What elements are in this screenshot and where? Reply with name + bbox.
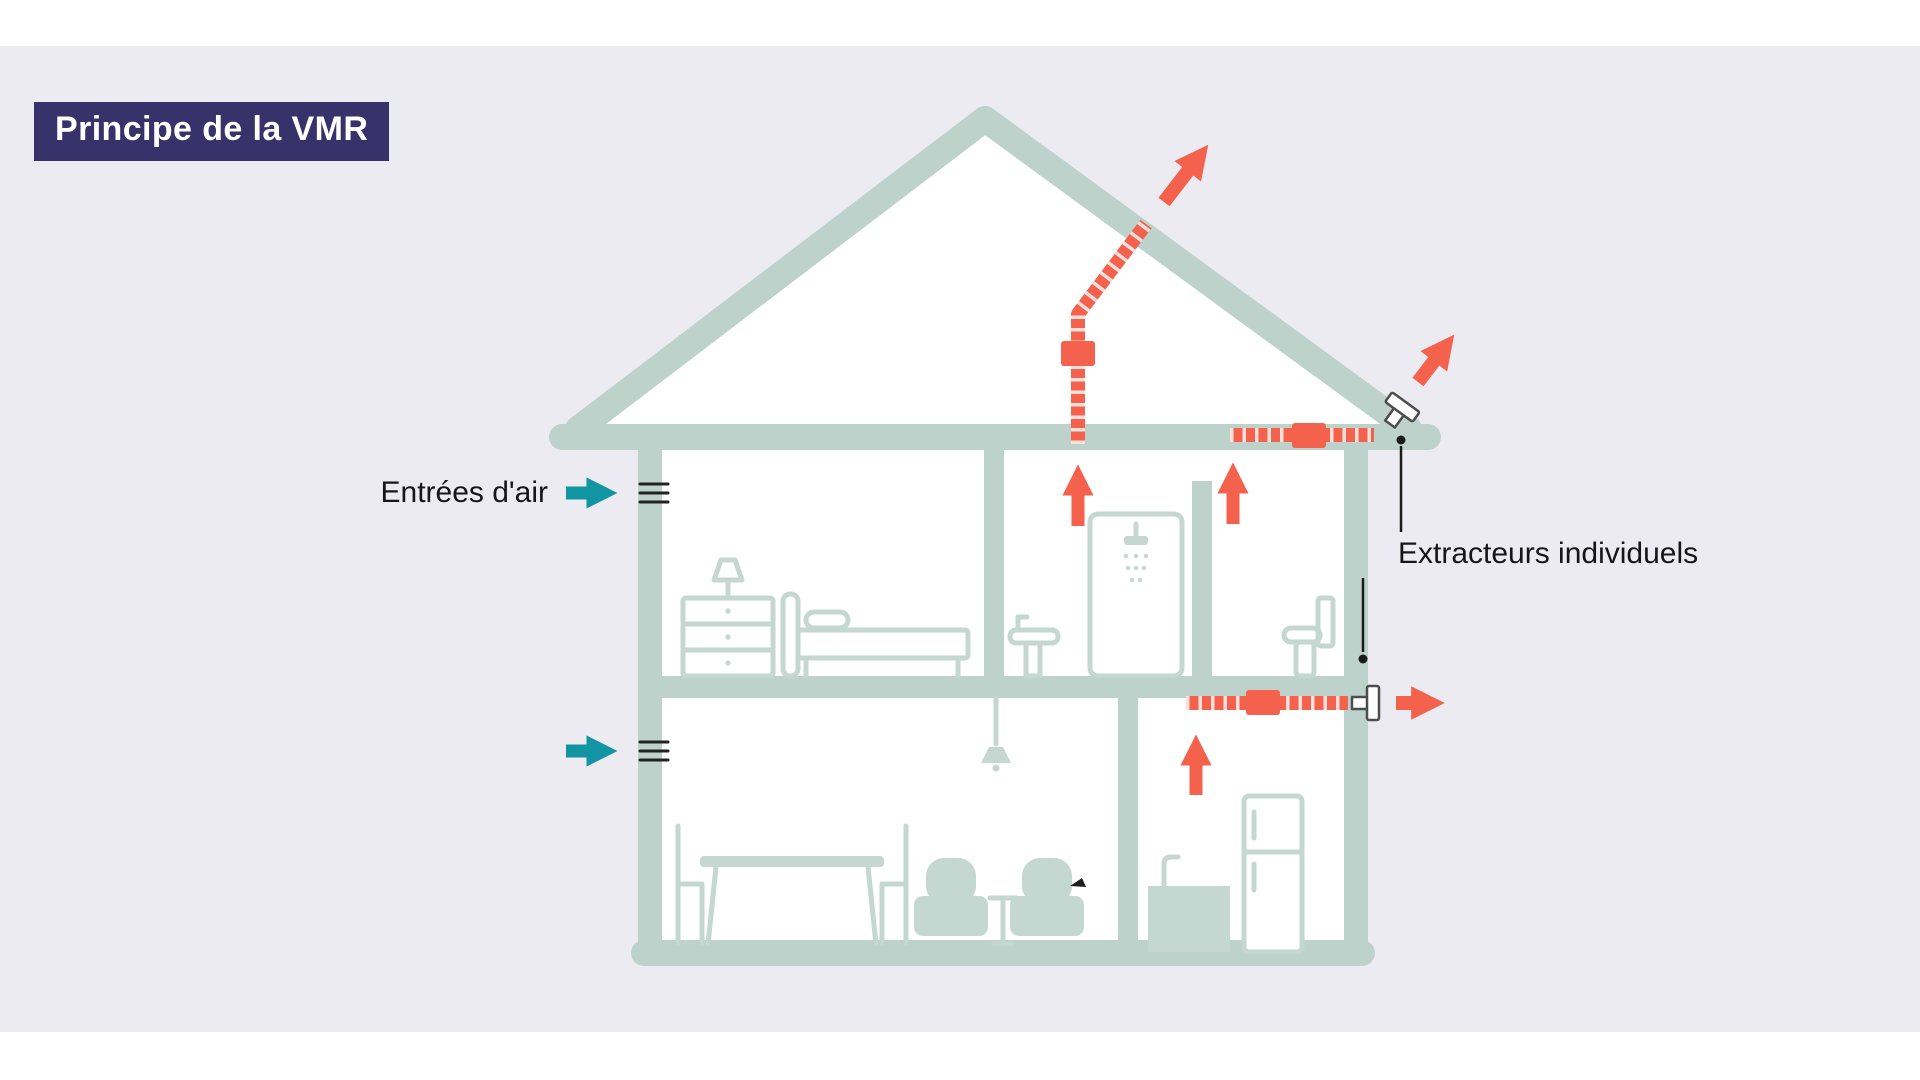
armchair-2: [1010, 858, 1084, 936]
extractor-roof-icon: [1383, 391, 1421, 429]
furniture-bedroom: [680, 557, 971, 679]
house-structure: [549, 106, 1441, 966]
fridge-details: [1241, 809, 1305, 893]
duct-coupler: [1246, 690, 1280, 715]
exhaust-out-arrow-rooftop-icon: [1158, 144, 1209, 207]
toilet-tank: [1315, 595, 1336, 649]
duct-bathroom-roof: [1061, 219, 1152, 444]
dining-table-top: [700, 856, 884, 867]
dresser-drawer-lines: [680, 621, 776, 653]
chair-left: [675, 823, 705, 947]
kitchen-faucet: [1161, 854, 1181, 889]
duct-wc-roof: [1230, 423, 1374, 448]
dresser-knob: [725, 634, 731, 640]
inlet-grille-lower-icon: [638, 740, 670, 762]
furniture-bathroom: [1007, 511, 1185, 679]
pendant-lamp-shade: [981, 747, 1011, 763]
toilet-base: [1293, 639, 1317, 679]
side-table: [987, 895, 1019, 947]
furniture-wc: [1281, 595, 1336, 679]
shower-head: [1124, 536, 1148, 545]
leader-dot-wall-extractor: [1358, 654, 1368, 664]
roof-left-slope: [565, 106, 998, 442]
sink-faucet: [1015, 614, 1030, 633]
label-air-inlets: Entrées d'air: [380, 476, 548, 509]
furniture-kitchen: [1148, 793, 1305, 955]
title-badge: Principe de la VMR: [34, 102, 390, 161]
dresser-knob: [725, 660, 731, 666]
duct-kitchen-wall: [1186, 690, 1348, 715]
furniture-living-room: [675, 695, 1086, 947]
annotations: [1358, 435, 1406, 664]
roof-right-slope: [972, 106, 1422, 442]
pendant-lamp-bulb: [992, 764, 1000, 772]
sink-pedestal: [1023, 640, 1043, 679]
extractor-wall-icon: [1350, 684, 1381, 722]
label-individual-extractors: Extracteurs individuels: [1398, 537, 1699, 570]
bird-silhouette: [1070, 878, 1086, 887]
ventilation: [566, 144, 1455, 795]
duct-coupler: [1292, 423, 1326, 448]
roof-interior: [588, 130, 1402, 430]
kitchen-counter: [1148, 886, 1230, 952]
dining-table-legs: [705, 864, 879, 947]
leader-dot-roof-extractor: [1396, 435, 1406, 445]
dresser-knob: [725, 608, 731, 614]
bed-mattress: [795, 627, 971, 661]
duct-coupler: [1061, 341, 1095, 366]
table-lamp-shade: [711, 557, 745, 583]
bed-legs: [803, 655, 961, 679]
inlet-grille-upper-icon: [638, 482, 670, 504]
armchair-1: [914, 858, 988, 936]
shower-spray-dots: [1123, 553, 1149, 583]
exhaust-out-arrow-roofside-icon: [1412, 334, 1455, 387]
fridge: [1241, 793, 1305, 955]
chair-right: [879, 823, 909, 947]
shower-stall: [1087, 511, 1185, 679]
